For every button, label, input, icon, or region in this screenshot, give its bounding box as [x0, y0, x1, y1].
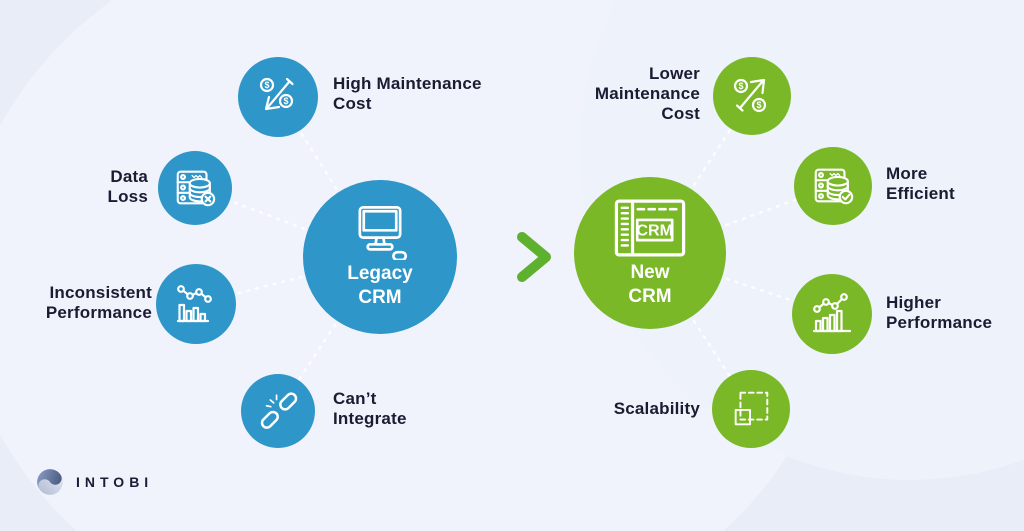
intobi-swirl-logo — [37, 469, 63, 495]
label-line: CRM — [628, 286, 672, 307]
bubble-more-efficient — [794, 147, 872, 225]
label-cant-integrate: Can’t Integrate — [333, 389, 407, 429]
new-crm-circle: CRM New CRM — [574, 177, 726, 329]
label-higher-performance: Higher Performance — [886, 293, 992, 333]
label-line: Legacy — [347, 263, 413, 284]
legacy-crm-circle: Legacy CRM — [303, 180, 457, 334]
bubble-high-maintenance-cost: $ $ — [238, 57, 318, 137]
brand-name: INTOBI — [76, 474, 154, 490]
label-data-loss: Data Loss — [108, 167, 148, 207]
label-line: Can’t — [333, 389, 377, 408]
label-line: Data — [110, 167, 148, 186]
database-loss-icon — [176, 170, 216, 207]
desktop-computer-icon — [358, 206, 408, 260]
label-line: Inconsistent — [49, 283, 152, 302]
label-line: Performance — [45, 303, 152, 322]
rising-chart-icon — [812, 293, 852, 333]
label-line: More — [886, 164, 928, 183]
bubble-inconsistent-performance — [156, 264, 236, 344]
label-line: Cost — [661, 104, 700, 123]
label-line: Cost — [333, 94, 372, 113]
brand-footer: INTOBI — [36, 468, 153, 496]
crm-app-window-icon: CRM — [614, 199, 686, 257]
label-line: Lower — [648, 64, 700, 83]
label-line: CRM — [358, 287, 402, 308]
svg-text:$: $ — [756, 100, 761, 110]
database-check-icon — [814, 168, 854, 205]
svg-text:$: $ — [738, 81, 743, 91]
label-lower-maintenance-cost: Lower Maintenance Cost — [595, 64, 700, 124]
label-line: Efficient — [886, 184, 955, 203]
bubble-cant-integrate — [241, 374, 315, 448]
declining-chart-icon — [176, 285, 212, 323]
svg-text:$: $ — [283, 96, 288, 106]
label-line: High Maintenance — [333, 74, 482, 93]
money-arrow-up-icon: $ $ — [733, 78, 767, 113]
label-more-efficient: More Efficient — [886, 164, 955, 204]
label-line: Integrate — [333, 409, 407, 428]
bubble-scalability — [712, 370, 790, 448]
label-line: Maintenance — [594, 84, 700, 103]
broken-link-icon — [260, 392, 298, 429]
label-line: Loss — [107, 187, 148, 206]
label-line: Higher — [886, 293, 942, 312]
new-crm-label: New CRM — [628, 261, 671, 309]
legacy-crm-label: Legacy CRM — [347, 262, 412, 310]
bubble-higher-performance — [792, 274, 872, 354]
bubble-data-loss — [158, 151, 232, 225]
transition-arrow-icon — [464, 228, 564, 286]
label-inconsistent-performance: Inconsistent Performance — [46, 283, 152, 323]
money-arrow-down-icon: $ $ — [259, 77, 294, 111]
bubble-lower-maintenance-cost: $ $ — [713, 57, 791, 135]
label-scalability: Scalability — [614, 399, 700, 419]
label-line: Scalability — [613, 399, 700, 418]
label-line: New — [630, 262, 670, 283]
scale-squares-icon — [734, 391, 769, 426]
label-high-maintenance-cost: High Maintenance Cost — [333, 74, 482, 114]
svg-text:CRM: CRM — [636, 221, 673, 239]
label-line: Performance — [886, 313, 993, 332]
svg-text:$: $ — [264, 80, 269, 90]
